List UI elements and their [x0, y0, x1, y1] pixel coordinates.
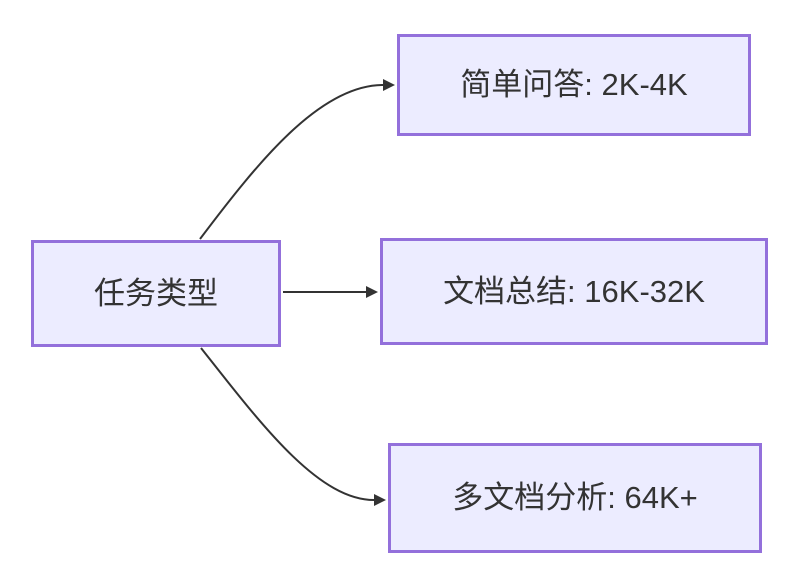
- edge-root-to-child0: [199, 79, 395, 240]
- node-multi-doc-analysis: 多文档分析: 64K+: [388, 443, 762, 553]
- node-multi-doc-analysis-label: 多文档分析: 64K+: [452, 480, 698, 516]
- node-task-type: 任务类型: [31, 240, 281, 347]
- node-doc-summary: 文档总结: 16K-32K: [380, 238, 768, 345]
- node-simple-qa: 简单问答: 2K-4K: [397, 34, 751, 136]
- node-doc-summary-label: 文档总结: 16K-32K: [443, 273, 705, 309]
- node-task-type-label: 任务类型: [94, 275, 218, 311]
- node-simple-qa-label: 简单问答: 2K-4K: [460, 67, 688, 103]
- edge-root-to-child2: [200, 347, 386, 506]
